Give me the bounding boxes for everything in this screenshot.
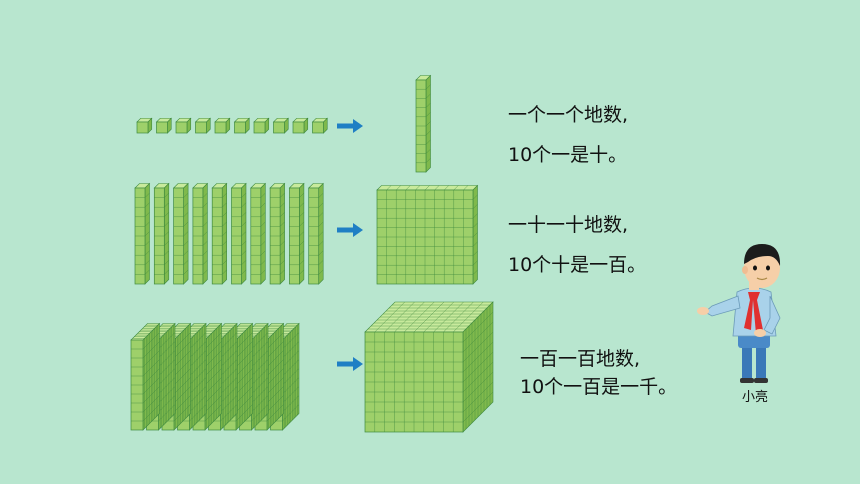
arrows [337,119,363,371]
unit-cube-icon [155,117,172,134]
ten-rods-group [134,182,324,285]
row1-text-line1: 一个一个地数, [508,104,629,126]
row1-text-line2: 10个一是十。 [508,144,628,166]
ten-unit-cubes [136,117,328,134]
unit-cube-icon [194,117,211,134]
row3-text-line1: 一百一百地数, [520,348,641,370]
ten-rod-icon [211,182,228,285]
ten-rod [415,74,432,173]
unit-cube-icon [253,117,270,134]
boy-illustration [697,244,781,383]
character-name-label: 小亮 [742,390,769,405]
ten-rod-icon [250,182,267,285]
thousand-cube [364,301,494,433]
ten-rod-icon [269,182,286,285]
hundred-flat-icon [130,322,161,431]
ten-rod-icon [153,182,170,285]
row3-text-line2: 10个一百是一千。 [520,376,678,398]
unit-cube-icon [311,117,328,134]
row2-text-line1: 一十一十地数, [508,214,629,236]
unit-cube-icon [272,117,289,134]
row2-text-line2: 10个十是一百。 [508,254,647,276]
right-arrow-icon [337,357,363,371]
ten-rod-icon [134,182,151,285]
ten-rod-icon [307,182,324,285]
hundred-flat [376,184,479,285]
thousand-cube-icon [364,301,494,433]
ten-hundred-flats-group [130,322,300,431]
ten-rod-icon [288,182,305,285]
unit-cube-icon [214,117,231,134]
ten-rod-icon [172,182,189,285]
unit-cube-icon [233,117,250,134]
hundred-flat-icon [376,184,479,285]
ten-rod-icon [415,74,432,173]
unit-cube-icon [136,117,153,134]
unit-cube-icon [175,117,192,134]
ten-rod-icon [192,182,209,285]
ten-rod-icon [230,182,247,285]
right-arrow-icon [337,119,363,133]
unit-cube-icon [292,117,309,134]
right-arrow-icon [337,223,363,237]
